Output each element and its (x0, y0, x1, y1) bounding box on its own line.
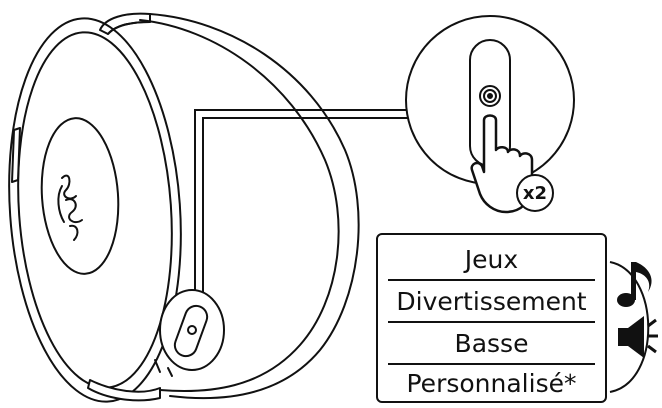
menu-item-personnalise: Personnalisé* (406, 368, 577, 398)
razer-logo-icon (57, 174, 83, 241)
earcup-button (159, 289, 225, 371)
callout-leader (194, 109, 418, 300)
music-note-icon (617, 262, 652, 307)
earcup-outer-shell (149, 13, 360, 400)
menu-separator (388, 321, 595, 323)
menu-separator (388, 279, 595, 281)
earcup-center-plate (40, 117, 120, 275)
earcup-side-tab (11, 127, 21, 183)
menu-separator (388, 363, 595, 365)
button-callout (405, 15, 575, 214)
earcup-face-rim (8, 17, 182, 403)
callout-leader-inner (202, 117, 418, 300)
speaker-icon (618, 316, 658, 358)
eq-mode-menu: Jeux Divertissement Basse Personnalisé* (376, 233, 607, 403)
earcup-shell-inner (139, 19, 340, 393)
button-icon (479, 85, 501, 107)
menu-item-divertissement: Divertissement (396, 286, 587, 316)
earcup-face-ring (17, 31, 173, 389)
earcup-bottom-ports (154, 359, 173, 377)
press-count-label: x2 (522, 182, 548, 204)
mode-icons-bracket (609, 261, 650, 393)
headband-top (99, 12, 151, 35)
headband-bottom-clip (87, 379, 161, 402)
menu-item-jeux: Jeux (464, 244, 519, 274)
press-count-badge (516, 174, 554, 212)
menu-item-basse: Basse (454, 328, 529, 358)
